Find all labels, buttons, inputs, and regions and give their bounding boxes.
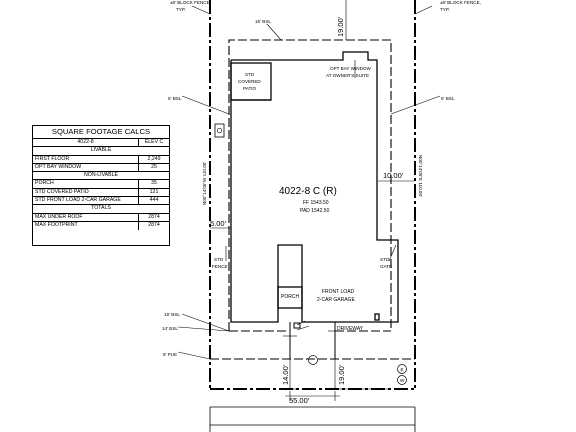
sqft-section-totals: TOTALS [33, 205, 169, 214]
sqft-row-label: PORCH [33, 180, 139, 188]
garage-label-2: 2-CAR GARAGE [317, 297, 355, 303]
sqft-row-label: STD COVERED PATIO [33, 188, 139, 197]
square-footage-table: SQUARE FOOTAGE CALCS 4022-8 ELEV C LIVAB… [32, 125, 170, 246]
block-fence-right-label: ±6' BLOCK FENCE, [440, 0, 481, 5]
finished-floor: FF 1543.50 [303, 200, 329, 206]
dim-19-top: 19.00' [336, 16, 345, 37]
block-fence-right-typ: TYP. [440, 7, 450, 12]
block-fence-left-typ: TYP. [176, 7, 186, 12]
sqft-row: PORCH 35 [33, 180, 169, 189]
sqft-header-row: 4022-8 ELEV C [33, 139, 169, 148]
sqft-plan-number: 4022-8 [33, 139, 139, 147]
garage-label-1: FRONT LOAD [322, 289, 355, 295]
sqft-row: STD FRONT LOAD 2-CAR GARAGE 444 [33, 197, 169, 206]
bsl-15-label: 15' BSL [255, 19, 271, 24]
sqft-row: STD COVERED PATIO 121 [33, 188, 169, 198]
sqft-row-label: OPT BAY WINDOW [33, 163, 139, 172]
sqft-section-livable: LIVABLE [33, 147, 169, 156]
pue-label: 8' PUE [163, 352, 177, 357]
covered-patio-label-1: STD [245, 72, 255, 77]
dim-55: 55.00' [289, 396, 310, 405]
meter-dot [216, 127, 223, 134]
sqft-row: FIRST FLOOR 2,249 [33, 155, 169, 164]
dim-14: 14.00' [281, 364, 290, 385]
block-fence-left-label: ±6' BLOCK FENCE, [170, 0, 211, 5]
driveway [289, 322, 336, 359]
dim-5: 5.00' [210, 219, 227, 228]
sqft-section-non-livable: NON-LIVABLE [33, 172, 169, 181]
sqft-elevation: ELEV C [144, 139, 164, 145]
sqft-row-value: 2,249 [147, 155, 161, 162]
meter-w-label: W [400, 378, 405, 383]
lot-line-right-bearing: N00°14'05"E 110.00' [418, 155, 423, 197]
sqft-row: MAX FOOTPRINT 2874 [33, 221, 169, 231]
bsl-5-left-label: 5' BSL [168, 96, 182, 101]
dim-19-bottom: 19.00' [337, 364, 346, 385]
bsl-18-label: 18' BSL [164, 312, 180, 317]
house-footprint [230, 51, 399, 323]
sqft-row-value: 25 [151, 163, 157, 170]
std-gate-label-1: STD [380, 257, 390, 262]
opt-bay-label-2: AT OWNER'S SUITE [326, 73, 369, 78]
utility-symbols [308, 355, 407, 385]
sqft-row-label: MAX UNDER ROOF [33, 213, 139, 221]
sqft-row-value: 2874 [148, 221, 160, 228]
sqft-row-label: STD FRONT LOAD 2-CAR GARAGE [33, 197, 139, 205]
sidewalk [209, 406, 416, 432]
std-fence-label-2: FENCE [212, 264, 228, 269]
pad-elevation: PAD 1542.50 [300, 208, 330, 214]
driveway-label: DRIVEWAY [337, 326, 364, 332]
meter-e-label: E [401, 367, 404, 372]
porch-label: PORCH [281, 294, 299, 300]
opt-bay-label-1: OPT BAY WINDOW [330, 66, 372, 71]
leaders [177, 5, 441, 360]
dim-10: 10.00' [383, 171, 404, 180]
setback-line [210, 39, 415, 360]
dimensions [210, 0, 414, 401]
sqft-row-value: 35 [151, 180, 157, 187]
sqft-row-label: MAX FOOTPRINT [33, 221, 139, 231]
covered-patio-label-2: COVERED [238, 79, 261, 84]
std-fence-label-1: STD [214, 257, 224, 262]
lot-line-left-bearing: N00°14'05"W 110.00' [202, 162, 207, 205]
sqft-title: SQUARE FOOTAGE CALCS [33, 126, 169, 139]
bsl-5-right-label: 5' BSL [441, 96, 455, 101]
sqft-row-label: FIRST FLOOR [33, 155, 139, 163]
meter-box [214, 123, 225, 138]
sqft-row: OPT BAY WINDOW 25 [33, 163, 169, 173]
sqft-row-value: 2874 [148, 213, 160, 220]
sqft-row: MAX UNDER ROOF 2874 [33, 213, 169, 222]
covered-patio-label-3: PATIO [243, 86, 257, 91]
bsl-14-label: 14' BSL [162, 326, 178, 331]
sqft-row-value: 121 [149, 188, 159, 195]
sqft-row-value: 444 [149, 197, 159, 204]
std-gate-label-2: GATE [380, 264, 392, 269]
plan-name: 4022-8 C (R) [279, 186, 337, 197]
